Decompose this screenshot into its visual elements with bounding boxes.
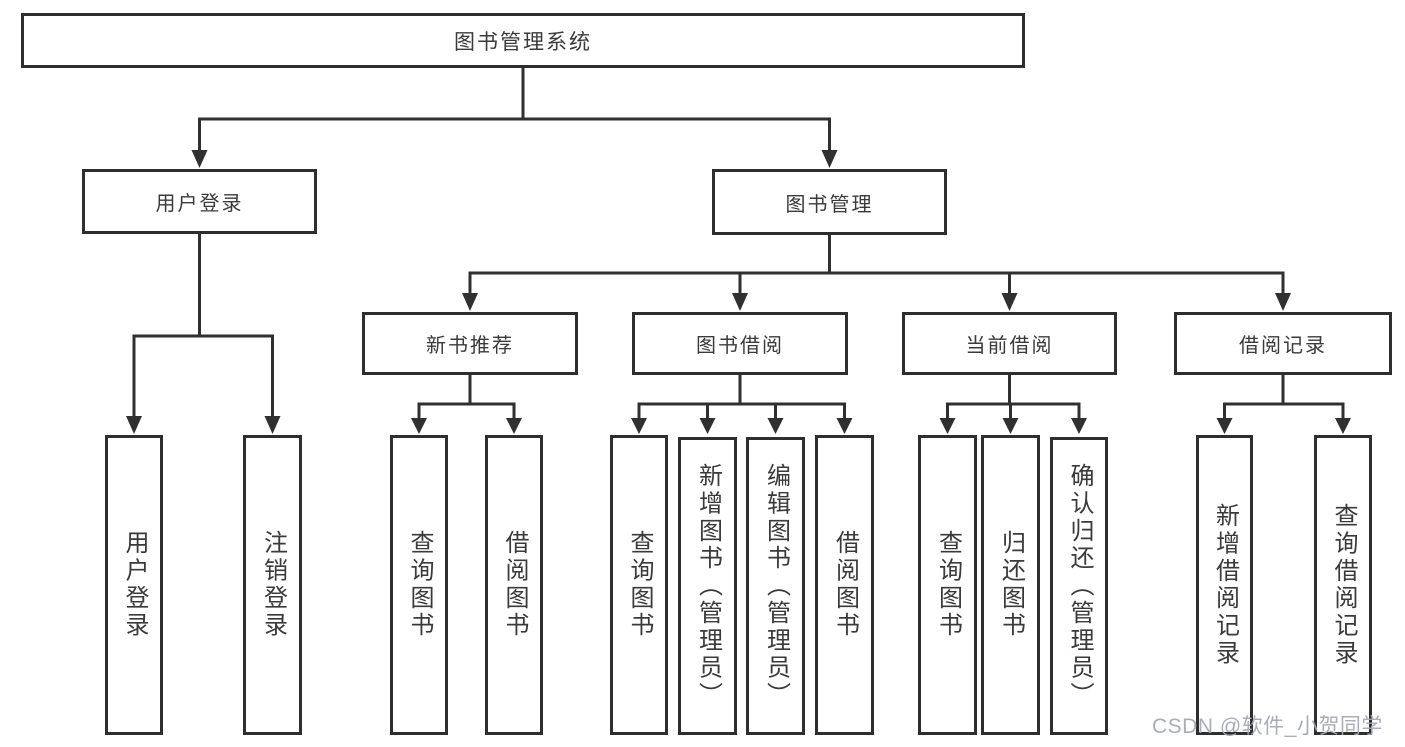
node-book-management: 图书管理 — [712, 169, 947, 235]
leaf-return-books: 归还图书 — [981, 435, 1040, 735]
leaf-confirm-return-admin: 确认归还（管理员） — [1050, 437, 1108, 735]
leaf-borrow-books: 借阅图书 — [815, 435, 874, 735]
leaf-edit-books-admin: 编辑图书（管理员） — [746, 437, 805, 735]
connector-current-borrow-split — [939, 375, 1087, 434]
node-label: 查询借阅记录 — [1330, 502, 1357, 668]
arrowhead — [462, 293, 478, 311]
node-borrowing-records: 借阅记录 — [1174, 312, 1392, 375]
node-label: 编辑图书（管理员） — [762, 462, 790, 710]
node-user-login: 用户登录 — [82, 169, 317, 234]
node-label: 图书管理系统 — [454, 30, 592, 54]
connector-root-to-level2 — [191, 66, 838, 168]
arrowhead — [191, 150, 208, 168]
node-label: 借阅图书 — [831, 530, 859, 640]
leaf-add-books-admin: 新增图书（管理员） — [678, 437, 737, 735]
node-label: 图书借阅 — [696, 335, 784, 357]
arrowhead — [939, 418, 956, 434]
node-book-borrowing: 图书借阅 — [632, 312, 848, 375]
node-label: 查询图书 — [626, 530, 653, 640]
csdn-watermark: CSDN @软件_小贺同学 — [1152, 715, 1383, 738]
arrowhead — [1275, 293, 1291, 311]
connector-book-management-split — [462, 234, 1291, 311]
arrowhead — [1071, 418, 1087, 434]
node-label: 借阅记录 — [1239, 335, 1327, 357]
leaf-query-books-current: 查询图书 — [918, 435, 977, 735]
node-label: 查询图书 — [406, 530, 433, 640]
arrowhead — [506, 418, 522, 434]
leaf-user-login: 用户登录 — [105, 435, 163, 735]
leaf-add-borrow-record: 新增借阅记录 — [1196, 435, 1253, 735]
arrowhead — [732, 293, 748, 311]
arrowhead — [821, 150, 838, 168]
node-new-book-recommendation: 新书推荐 — [362, 312, 578, 375]
arrowhead — [126, 416, 142, 434]
leaf-logout: 注销登录 — [243, 435, 302, 735]
node-label: 注销登录 — [259, 530, 287, 640]
leaf-query-borrow-record: 查询借阅记录 — [1314, 435, 1372, 735]
arrowhead — [836, 418, 853, 434]
arrowhead — [1001, 293, 1018, 311]
node-label: 用户登录 — [155, 193, 244, 215]
node-label: 借阅图书 — [501, 530, 528, 640]
connector-book-borrow-split — [631, 375, 853, 434]
leaf-query-books-borrow: 查询图书 — [610, 435, 668, 735]
node-label: 查询图书 — [934, 530, 962, 640]
node-label: 新增图书（管理员） — [694, 462, 722, 710]
arrowhead — [631, 418, 647, 434]
arrowhead — [1216, 418, 1233, 434]
connector-user-login-split — [126, 233, 281, 434]
node-label: 图书管理 — [785, 193, 874, 216]
connector-new-book-split — [411, 375, 522, 434]
leaf-query-books-recommend: 查询图书 — [390, 435, 448, 735]
connector-borrow-records-split — [1216, 375, 1351, 434]
node-label: 归还图书 — [997, 530, 1025, 640]
node-label: 新增借阅记录 — [1211, 502, 1239, 668]
node-label: 用户登录 — [121, 530, 148, 640]
leaf-borrow-books-recommend: 借阅图书 — [485, 435, 543, 735]
arrowhead — [699, 418, 716, 434]
node-label: 新书推荐 — [426, 335, 514, 357]
arrowhead — [1335, 418, 1351, 434]
node-label: 当前借阅 — [965, 335, 1054, 357]
arrowhead — [264, 416, 281, 434]
arrowhead — [411, 418, 427, 434]
arrowhead — [1002, 418, 1019, 434]
arrowhead — [767, 418, 784, 434]
node-current-borrowing: 当前借阅 — [902, 312, 1117, 375]
node-label: 确认归还（管理员） — [1066, 462, 1093, 710]
node-library-management-system: 图书管理系统 — [21, 13, 1025, 68]
